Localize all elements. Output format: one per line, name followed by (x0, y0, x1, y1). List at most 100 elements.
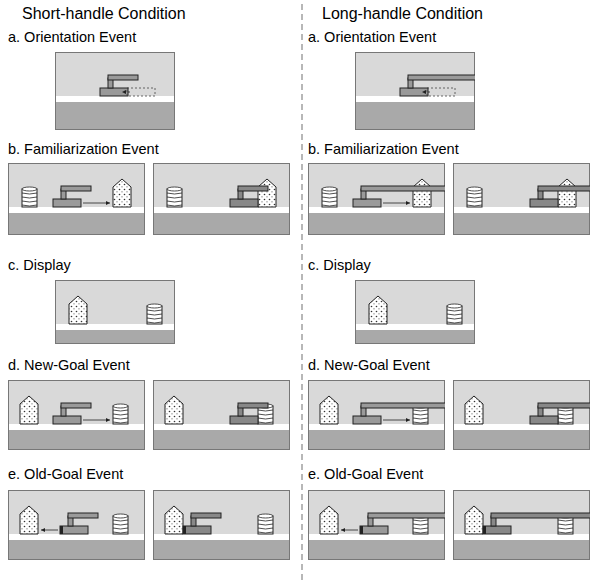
panel-wall (8, 380, 145, 424)
goal-object-house (465, 506, 483, 534)
cylinder-stripe (258, 422, 273, 423)
arrow-head (41, 528, 45, 532)
panel-floor (8, 540, 145, 560)
tool-handle (408, 75, 477, 80)
tool-edge (183, 526, 186, 534)
event-label: c. Display (308, 258, 371, 274)
motion-arrow (83, 420, 110, 421)
arrow-head (122, 90, 126, 94)
cylinder-stripe (113, 528, 128, 529)
cylinder-stripe (147, 314, 162, 315)
event-panel (308, 490, 447, 560)
event-label: b. Familiarization Event (308, 142, 459, 158)
tool-base (230, 416, 258, 424)
motion-arrow (383, 203, 410, 204)
panel-wall (153, 380, 290, 424)
panel-floor-strip (453, 207, 590, 213)
arrow-head (106, 418, 110, 422)
goal-object-house (165, 506, 183, 534)
cylinder-stripe (22, 205, 37, 206)
panel-wall (153, 490, 290, 534)
cylinder-top (322, 187, 337, 191)
goal-object-house (558, 179, 576, 207)
tool-base (353, 416, 381, 424)
panel-border (154, 491, 290, 560)
cylinder-stripe (113, 422, 128, 423)
cylinder-stripe (322, 197, 337, 198)
cylinder-stripe (258, 520, 273, 521)
cylinder-stripe (413, 418, 428, 419)
cylinder-stripe (22, 193, 37, 194)
panel-floor-strip (355, 96, 475, 102)
panel-wall (8, 163, 145, 207)
cylinder-stripe (167, 193, 182, 194)
cylinder-stripe (258, 532, 273, 533)
cylinder-stripe (113, 532, 128, 533)
cylinder-stripe (447, 322, 462, 323)
panel-wall (453, 380, 590, 424)
event-panel (308, 163, 447, 235)
tool-handle (238, 403, 268, 408)
goal-object-house (369, 296, 387, 324)
motion-arrow (83, 203, 110, 204)
panel-wall (55, 280, 175, 324)
panel-floor-strip (55, 324, 175, 330)
panel-wall (308, 163, 445, 207)
event-label: e. Old-Goal Event (8, 467, 123, 483)
tool-handle (68, 513, 98, 518)
cylinder-stripe (558, 410, 573, 411)
panel-wall (308, 490, 445, 534)
event-label: d. New-Goal Event (8, 358, 130, 374)
cylinder-top (258, 514, 273, 518)
panel-floor (55, 330, 175, 344)
tool-handle (368, 513, 447, 518)
arrow-head (106, 201, 110, 205)
tool-handle (108, 75, 138, 80)
panel-floor (308, 430, 445, 450)
panel-wall (453, 163, 590, 207)
cylinder-stripe (322, 193, 337, 194)
tool-base (530, 416, 558, 424)
panel-floor-strip (355, 324, 475, 330)
goal-object-cylinder (113, 406, 128, 424)
cylinder-stripe (113, 418, 128, 419)
panel-floor (453, 213, 590, 235)
tool-base (483, 526, 511, 534)
panel-border (309, 164, 445, 235)
panel-wall (308, 380, 445, 424)
cylinder-stripe (322, 201, 337, 202)
cylinder-stripe (113, 524, 128, 525)
cylinder-stripe (322, 205, 337, 206)
cylinder-stripe (258, 410, 273, 411)
event-label: b. Familiarization Event (8, 142, 159, 158)
panel-floor (453, 540, 590, 560)
panel-wall (55, 52, 175, 96)
cylinder-stripe (113, 410, 128, 411)
event-label: a. Orientation Event (8, 30, 136, 46)
tool-base (400, 88, 428, 96)
panel-floor (308, 540, 445, 560)
panel-floor (153, 540, 290, 560)
tool-handle (361, 186, 447, 191)
event-panel (8, 490, 145, 560)
goal-object-cylinder (167, 189, 182, 207)
cylinder-stripe (558, 520, 573, 521)
arrow-head (406, 418, 410, 422)
cylinder-top (22, 187, 37, 191)
panel-floor-strip (8, 534, 145, 540)
cylinder-stripe (558, 422, 573, 423)
panel-floor (8, 430, 145, 450)
goal-object-house (69, 296, 87, 324)
panel-wall (453, 490, 590, 534)
event-panel (453, 490, 592, 560)
goal-object-house (320, 506, 338, 534)
goal-object-cylinder (258, 516, 273, 534)
cylinder-stripe (558, 528, 573, 529)
cylinder-stripe (113, 414, 128, 415)
panel-floor-strip (8, 207, 145, 213)
event-panel (55, 280, 175, 344)
cylinder-stripe (413, 524, 428, 525)
goal-object-cylinder (147, 306, 162, 324)
cylinder-stripe (258, 524, 273, 525)
goal-object-cylinder (322, 189, 337, 207)
